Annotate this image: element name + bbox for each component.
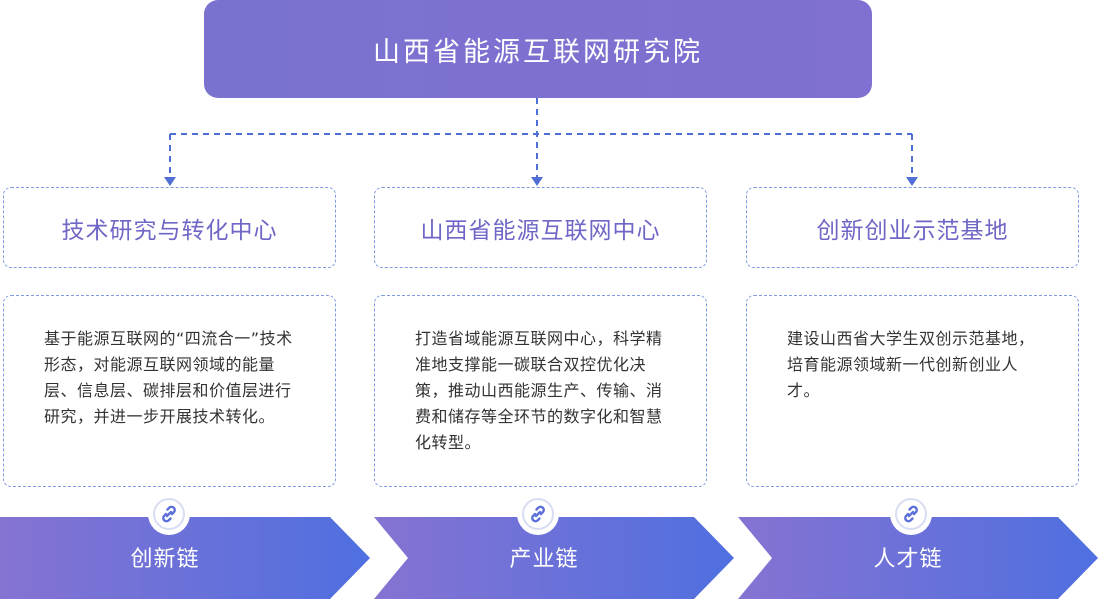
column-heading-2: 山西省能源互联网中心: [374, 187, 707, 268]
link-icon: [151, 496, 187, 532]
heading-text-3: 创新创业示范基地: [816, 217, 1009, 244]
column-description-3: 建设山西省大学生双创示范基地，培育能源领域新一代创新创业人才。: [746, 295, 1079, 487]
heading-text-2: 山西省能源互联网中心: [420, 217, 661, 244]
description-text-3: 建设山西省大学生双创示范基地，培育能源领域新一代创新创业人才。: [787, 329, 1035, 400]
column-heading-1: 技术研究与转化中心: [3, 187, 336, 268]
institute-title-box: 山西省能源互联网研究院: [204, 0, 872, 98]
institute-title: 山西省能源互联网研究院: [373, 36, 703, 68]
link-icon: [893, 496, 929, 532]
arrow-center: [531, 177, 543, 186]
chain-label-1: 创新链: [130, 547, 200, 572]
connector-lines: [164, 98, 918, 186]
chain-banner-2: 产业链: [374, 517, 734, 599]
chain-banner-1: 创新链: [0, 517, 370, 599]
description-text-2: 打造省域能源互联网中心，科学精准地支撑能一碳联合双控优化决策，推动山西能源生产、…: [415, 329, 663, 452]
chain-label-3: 人才链: [873, 547, 943, 572]
chain-label-2: 产业链: [509, 547, 579, 572]
column-description-1: 基于能源互联网的“四流合一”技术形态，对能源互联网领域的能量层、信息层、碳排层和…: [3, 295, 336, 487]
column-heading-3: 创新创业示范基地: [746, 187, 1079, 268]
chain-banner-3: 人才链: [738, 517, 1098, 599]
arrow-left: [164, 177, 176, 186]
link-icon: [520, 496, 556, 532]
description-text-1: 基于能源互联网的“四流合一”技术形态，对能源互联网领域的能量层、信息层、碳排层和…: [44, 329, 293, 426]
arrow-right: [906, 177, 918, 186]
column-description-2: 打造省域能源互联网中心，科学精准地支撑能一碳联合双控优化决策，推动山西能源生产、…: [374, 295, 707, 487]
heading-text-1: 技术研究与转化中心: [61, 217, 278, 244]
